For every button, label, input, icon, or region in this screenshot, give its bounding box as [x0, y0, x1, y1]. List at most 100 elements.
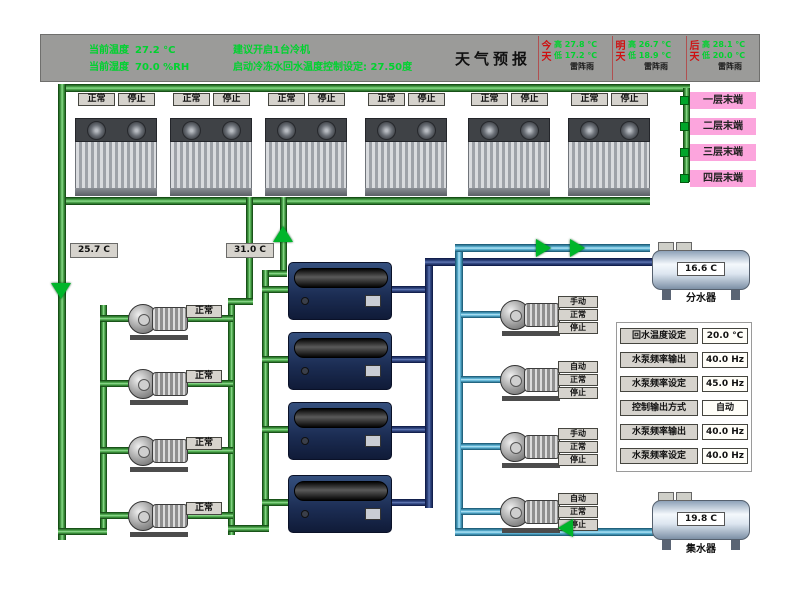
tank-leg-icon — [662, 536, 671, 550]
pump-motor-icon — [524, 500, 560, 524]
pipe-pump-stub — [185, 447, 233, 454]
param-value-pump-freq-output-2: 40.0 Hz — [702, 424, 748, 440]
chilled-pump-4 — [500, 493, 562, 533]
chiller-1 — [288, 262, 392, 320]
pipe-elbow — [228, 525, 269, 532]
chilled-pump-3-stop[interactable]: 停止 — [558, 454, 598, 466]
chilled-pump-3-status[interactable]: 正常 — [558, 441, 598, 453]
pipe-return-top — [455, 244, 650, 252]
tower-fan-icon — [568, 118, 650, 142]
current-temperature-label: 当前温度 — [89, 45, 129, 56]
current-temperature-value: 27.2 °C — [135, 45, 176, 56]
weather-day-name: 后天 — [689, 41, 700, 63]
floor-terminal-2[interactable]: 二层末端 — [690, 118, 756, 135]
pipe-chilled-stub — [388, 426, 433, 433]
pump-motor-icon — [152, 439, 188, 463]
chiller-cylinder-icon — [294, 481, 388, 501]
tower1-stop-button[interactable]: 停止 — [118, 93, 155, 106]
tower-fan-icon — [170, 118, 252, 142]
chilled-pump-2-status[interactable]: 正常 — [558, 374, 598, 386]
chilled-pump-4-status[interactable]: 正常 — [558, 506, 598, 518]
pipe-pump-stub — [185, 380, 233, 387]
cooling-tower-5 — [468, 118, 550, 196]
chilled-pump-2-mode[interactable]: 自动 — [558, 361, 598, 373]
water-distributor-tank — [652, 250, 750, 290]
chilled-pump-1-stop[interactable]: 停止 — [558, 322, 598, 334]
chilled-pump-3-mode[interactable]: 手动 — [558, 428, 598, 440]
cooling-pump-1-status[interactable]: 正常 — [186, 305, 222, 318]
vent-tag-icon — [676, 492, 692, 501]
collector-temp: 19.8 C — [677, 512, 725, 526]
param-label-pump-freq-output: 水泵频率输出 — [620, 352, 698, 368]
chilled-pump-1-status[interactable]: 正常 — [558, 309, 598, 321]
flow-arrow-up-icon — [273, 226, 293, 242]
weather-desc: 雷阵雨 — [570, 62, 594, 71]
pipe-cooling-top-header — [58, 84, 690, 92]
tower5-stop-button[interactable]: 停止 — [511, 93, 548, 106]
chilled-pump-1-mode[interactable]: 手动 — [558, 296, 598, 308]
param-value-control-mode[interactable]: 自动 — [702, 400, 748, 416]
pipe-elbow — [228, 298, 253, 305]
tower6-stop-button[interactable]: 停止 — [611, 93, 648, 106]
tank-leg-icon — [731, 286, 740, 300]
pipe-chilled-stub — [388, 286, 433, 293]
suggestion-line-2: 启动冷冻水回水温度控制设定: 27.50度 — [233, 62, 413, 73]
cooling-supply-temp: 25.7 C — [70, 243, 118, 258]
param-label-pump-freq-setpoint: 水泵频率设定 — [620, 376, 698, 392]
weather-low: 低 20.0 °C — [702, 51, 746, 60]
tank-leg-icon — [662, 286, 671, 300]
tower4-status-normal[interactable]: 正常 — [368, 93, 405, 106]
chilled-pump-2-stop[interactable]: 停止 — [558, 387, 598, 399]
chilled-pump-1 — [500, 296, 562, 336]
pump-motor-icon — [524, 303, 560, 327]
pipe-elbow — [58, 528, 107, 535]
current-temperature: 当前温度 27.2 °C — [89, 41, 182, 56]
floor-terminal-4[interactable]: 四层末端 — [690, 170, 756, 187]
tower-fan-icon — [265, 118, 347, 142]
pipe-chilled-return-manifold — [455, 244, 463, 536]
tower5-status-normal[interactable]: 正常 — [471, 93, 508, 106]
current-humidity-value: 70.0 %RH — [135, 62, 190, 73]
param-value-return-temp-setpoint[interactable]: 20.0 °C — [702, 328, 748, 344]
cooling-tower-3 — [265, 118, 347, 196]
floor-connector-icon — [680, 122, 689, 131]
tower3-stop-button[interactable]: 停止 — [308, 93, 345, 106]
weather-forecast-title: 天气预报 — [455, 50, 532, 68]
chilled-pump-4-mode[interactable]: 自动 — [558, 493, 598, 505]
floor-connector-icon — [680, 148, 689, 157]
chiller-cylinder-icon — [294, 268, 388, 288]
pipe-to-distributor — [425, 258, 660, 266]
weather-desc: 雷阵雨 — [644, 62, 668, 71]
cooling-tower-6 — [568, 118, 650, 196]
tower1-status-normal[interactable]: 正常 — [78, 93, 115, 106]
cooling-pump-2-status[interactable]: 正常 — [186, 370, 222, 383]
cooling-pump-4-status[interactable]: 正常 — [186, 502, 222, 515]
pipe-chiller-stub — [262, 286, 292, 293]
flow-arrow-down-icon — [51, 283, 71, 299]
param-value-pump-freq-setpoint[interactable]: 45.0 Hz — [702, 376, 748, 392]
floor-connector-icon — [680, 96, 689, 105]
pump-motor-icon — [524, 435, 560, 459]
collector-label: 集水器 — [686, 544, 716, 555]
pipe-pump-stub — [100, 512, 140, 519]
tower4-stop-button[interactable]: 停止 — [408, 93, 445, 106]
tower2-stop-button[interactable]: 停止 — [213, 93, 250, 106]
weather-high: 高 26.7 °C — [628, 40, 672, 49]
vent-tag-icon — [676, 242, 692, 251]
vent-tag-icon — [658, 492, 674, 501]
parameter-panel — [616, 322, 752, 472]
tower6-status-normal[interactable]: 正常 — [571, 93, 608, 106]
pipe-left-riser — [58, 84, 66, 540]
param-value-pump-freq-setpoint-2[interactable]: 40.0 Hz — [702, 448, 748, 464]
floor-terminal-3[interactable]: 三层末端 — [690, 144, 756, 161]
cooling-pump-3-status[interactable]: 正常 — [186, 437, 222, 450]
weather-high: 高 27.8 °C — [554, 40, 598, 49]
vent-tag-icon — [658, 242, 674, 251]
pipe-floor-riser — [683, 88, 690, 182]
weather-day-name: 今天 — [541, 41, 552, 63]
tower3-status-normal[interactable]: 正常 — [268, 93, 305, 106]
pipe-chiller-manifold — [262, 270, 269, 532]
floor-terminal-1[interactable]: 一层末端 — [690, 92, 756, 109]
tower2-status-normal[interactable]: 正常 — [173, 93, 210, 106]
